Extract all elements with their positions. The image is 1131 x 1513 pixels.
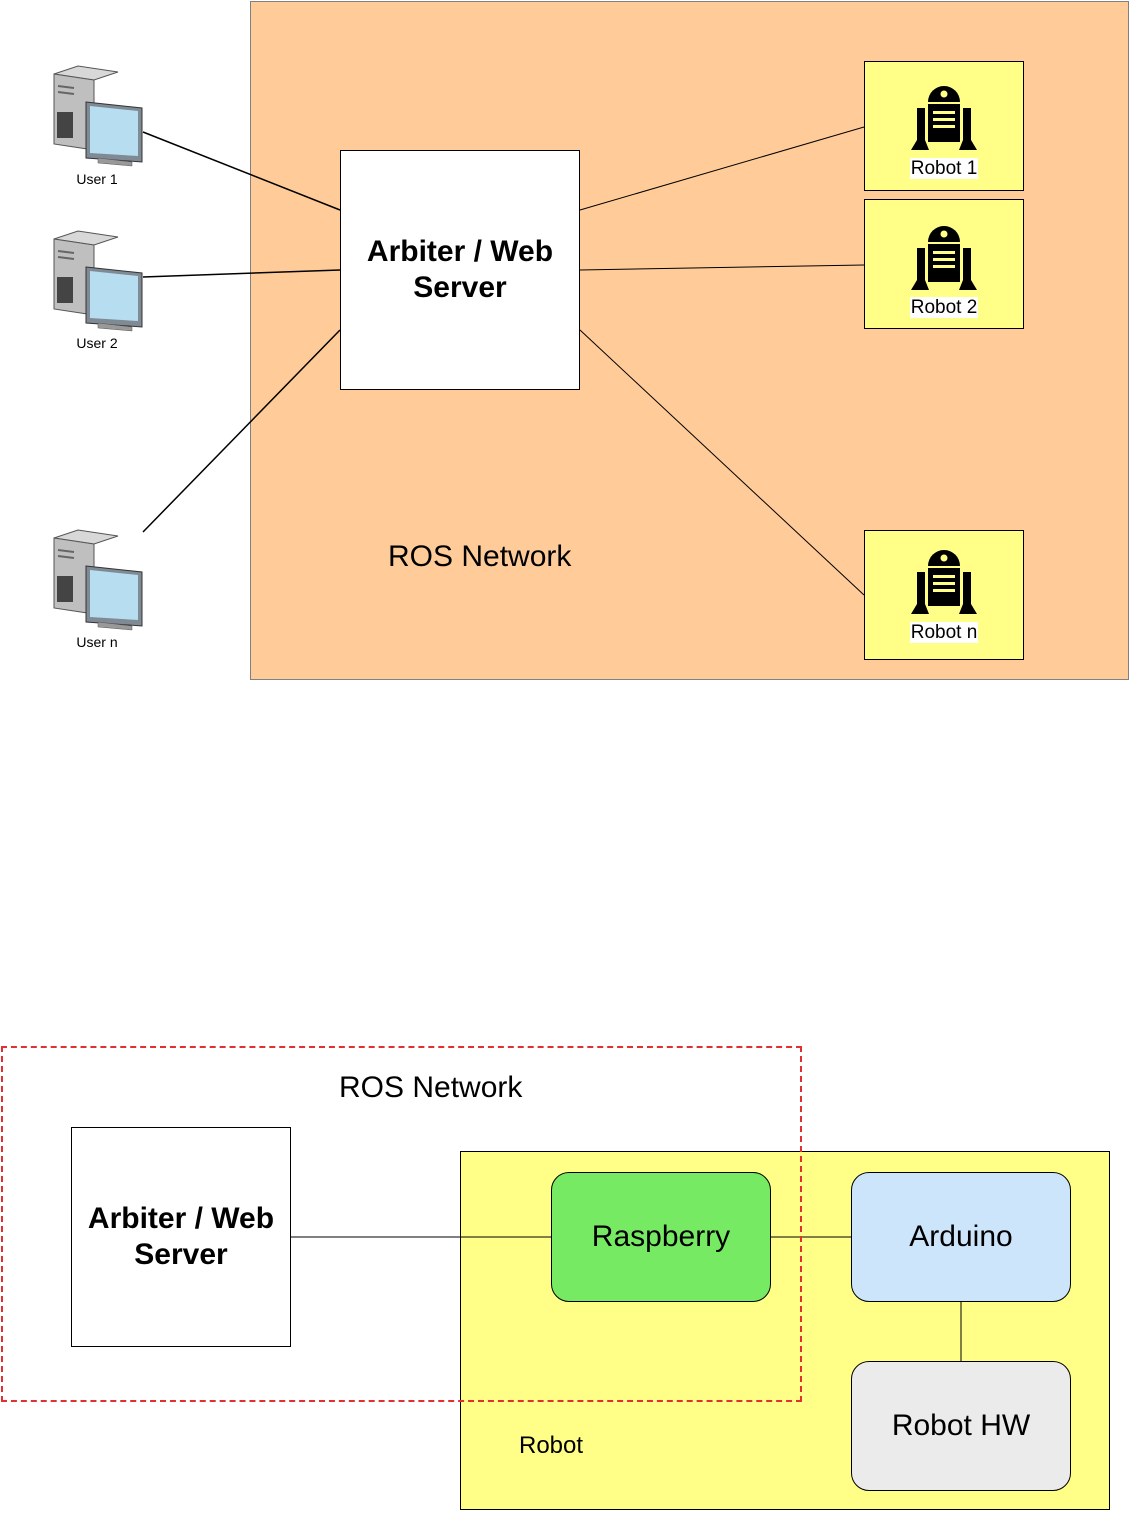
bottom-connectors xyxy=(291,1236,962,1361)
user-n-label: User n xyxy=(76,634,118,650)
server-label-line2: Server xyxy=(413,271,507,304)
raspberry-module: Raspberry xyxy=(551,1172,771,1302)
link-user2-server xyxy=(142,269,341,278)
arduino-label: Arduino xyxy=(909,1220,1013,1253)
user-n-computer xyxy=(48,528,148,632)
robot-1-card: Robot 1 xyxy=(864,61,1024,191)
arbiter-web-server-box: Arbiter / Web Server xyxy=(340,150,580,390)
robot-1-label: Robot 1 xyxy=(909,158,979,179)
server-label-line1: Arbiter / Web xyxy=(366,235,554,268)
robot-n-card: Robot n xyxy=(864,530,1024,660)
user-1-computer xyxy=(48,64,148,168)
arduino-module: Arduino xyxy=(851,1172,1071,1302)
link-server-robot2 xyxy=(579,264,865,271)
user-2-label: User 2 xyxy=(76,335,118,351)
user-1-label: User 1 xyxy=(76,171,118,187)
robot-2-label: Robot 2 xyxy=(909,297,979,318)
bottom-server-label-line1: Arbiter / Web xyxy=(87,1202,275,1235)
desktop-computer-icon xyxy=(53,230,143,332)
link-server-robot1 xyxy=(579,126,865,211)
desktop-computer-icon xyxy=(53,65,143,167)
top-connectors xyxy=(142,126,865,596)
robot-hw-label: Robot HW xyxy=(891,1409,1031,1442)
robot-area-label: Robot xyxy=(519,1432,584,1459)
robot-n-label: Robot n xyxy=(909,622,979,643)
bottom-arbiter-web-server-box: Arbiter / Web Server xyxy=(71,1127,291,1347)
robot-icon xyxy=(911,86,977,150)
bottom-server-label-line2: Server xyxy=(134,1238,228,1271)
robot-2-card: Robot 2 xyxy=(864,199,1024,329)
bottom-ros-network-label: ROS Network xyxy=(339,1071,523,1104)
ros-network-label: ROS Network xyxy=(388,540,572,573)
robot-icon xyxy=(911,550,977,614)
user-2-computer xyxy=(48,229,148,333)
link-user1-server xyxy=(142,131,341,211)
desktop-computer-icon xyxy=(53,529,143,631)
link-server-robotn xyxy=(579,329,865,596)
link-usern-server xyxy=(142,329,341,533)
ros-network-boundary xyxy=(1,1046,802,1402)
robot-icon xyxy=(911,226,977,290)
raspberry-label: Raspberry xyxy=(591,1220,731,1253)
robot-hw-module: Robot HW xyxy=(851,1361,1071,1491)
